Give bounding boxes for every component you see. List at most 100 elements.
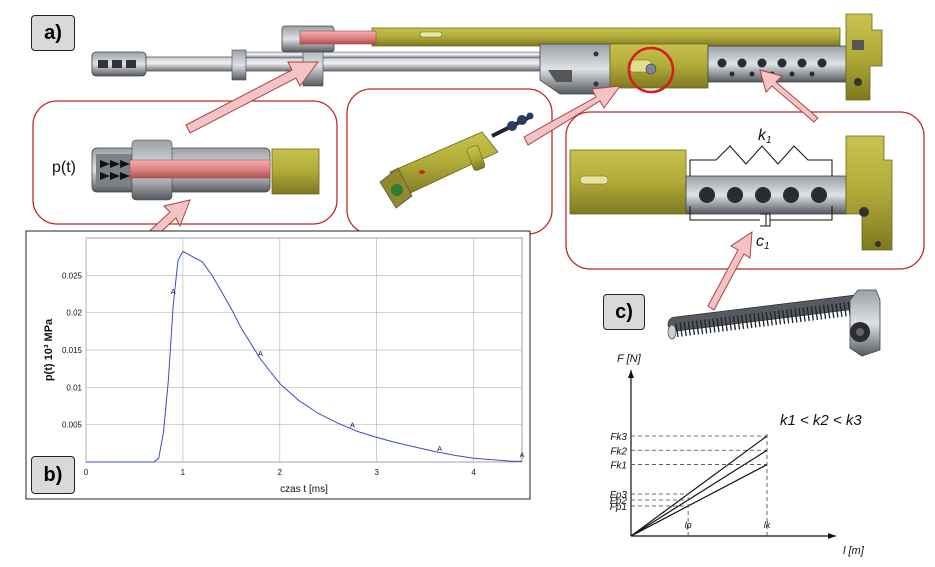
panel-label-a: a): [31, 15, 75, 51]
y-tick-label: 0.015: [62, 346, 83, 355]
spring-coil: [761, 312, 765, 327]
f-tick-label: Fk3: [610, 432, 627, 443]
spring-k-sub: 1: [766, 135, 772, 146]
spring-coil: [814, 305, 819, 321]
spring-coil: [769, 311, 773, 326]
y-tick-label: 0.005: [62, 421, 83, 430]
spring-coil: [699, 319, 704, 335]
spring-coil: [827, 304, 831, 319]
f-tick-label: Fk1: [610, 461, 627, 472]
spring-coil: [831, 303, 835, 319]
gas-tube: [239, 51, 541, 59]
spring-coil: [843, 302, 847, 317]
spring-coil: [740, 314, 745, 330]
spring-coil: [794, 308, 798, 323]
spring-coil: [798, 307, 802, 323]
spring-coil: [683, 321, 687, 337]
spring-coil: [720, 317, 724, 332]
f-tick-label: Fp2: [610, 496, 628, 507]
spring-coil: [802, 307, 806, 322]
spring-coil: [695, 320, 700, 335]
bolt-highlight-circle: [627, 46, 675, 94]
spring-coil: [777, 310, 782, 325]
rifle-assembly: [91, 13, 883, 101]
spring-coil: [773, 310, 778, 326]
damper-symbol: [689, 206, 833, 227]
curve-marker: A: [350, 423, 355, 430]
upper-receiver-rail: [371, 27, 841, 47]
x-tick-label: 3: [374, 468, 379, 477]
svg-text:c1: c1: [756, 233, 770, 252]
spring-coil: [732, 315, 737, 331]
spring-coil: [716, 317, 720, 333]
spring-coil: [687, 321, 691, 336]
x-tick-label: 0: [84, 468, 89, 477]
spring-coil: [790, 308, 794, 324]
receiver-block: [539, 43, 611, 95]
x-tick-label: 4: [471, 468, 476, 477]
panel-label-c: c): [603, 294, 645, 330]
arrow-gas-block: [185, 61, 319, 134]
spring-line-k3: [630, 435, 768, 537]
spring-coil: [810, 306, 814, 321]
spring-line-k2: [630, 449, 768, 537]
spring-coil: [679, 322, 683, 337]
buffer-spring-drawing: [569, 135, 893, 251]
bolt-carrier-housing: [609, 43, 709, 89]
k-inequality: k1 < k2 < k3: [780, 412, 862, 429]
spring-coil: [806, 306, 810, 322]
rail-slot: [419, 31, 443, 38]
x-tick-label: 1: [181, 468, 186, 477]
spring-coil: [728, 316, 732, 331]
gas-piston-red: [299, 30, 377, 45]
spring-line-k1: [630, 464, 768, 537]
lp-tick-label: lp: [685, 520, 692, 530]
spring-coil: [736, 315, 741, 330]
spring-coil: [691, 320, 696, 336]
spring-c-sub: 1: [764, 241, 770, 252]
l-axis-label: l [m]: [843, 545, 865, 557]
bullet-block-olive: [271, 148, 320, 195]
f-tick-label: Fp3: [610, 490, 628, 501]
f-tick-label: Fp1: [610, 502, 627, 513]
spring-c-label: c: [756, 233, 764, 250]
curve-marker: A: [258, 351, 263, 358]
lk-tick-label: lk: [764, 520, 771, 530]
f-axis-label: F [N]: [617, 353, 642, 365]
spring-k-label: k: [758, 127, 767, 144]
spring-coil: [704, 319, 708, 334]
panel-label-b: b): [31, 456, 75, 494]
muzzle-section-drawing: [91, 139, 320, 201]
bore-red: [129, 159, 271, 179]
spring-symbol: [689, 145, 833, 176]
spring-coil: [822, 304, 827, 320]
spring-coil: [712, 318, 716, 333]
spring-coil: [818, 305, 823, 320]
f-tick-label: Fk2: [610, 446, 627, 457]
arrow-spring: [707, 231, 753, 311]
x-axis-label: czas t [ms]: [280, 484, 328, 495]
y-tick-label: 0.02: [66, 309, 82, 318]
spring-coil: [757, 312, 761, 328]
svg-text:k1: k1: [758, 127, 772, 146]
y-tick-label: 0.025: [62, 271, 83, 280]
spring-coil: [749, 313, 753, 329]
curve-marker: A: [171, 289, 176, 296]
pressure-curve: [86, 250, 522, 463]
spring-coil: [835, 303, 839, 318]
f-axis-arrow: [628, 370, 634, 378]
recoil-spring-drawing: [667, 289, 881, 357]
y-tick-label: 0.01: [66, 383, 82, 392]
curve-marker: A: [437, 446, 442, 453]
pressure-label: p(t): [52, 159, 76, 176]
spring-coil: [839, 302, 843, 318]
x-tick-label: 2: [278, 468, 283, 477]
spring-coil: [724, 316, 728, 332]
spring-coil: [745, 314, 749, 329]
spring-coil: [708, 318, 712, 334]
spring-coil: [675, 322, 679, 338]
spring-coil: [786, 309, 790, 324]
